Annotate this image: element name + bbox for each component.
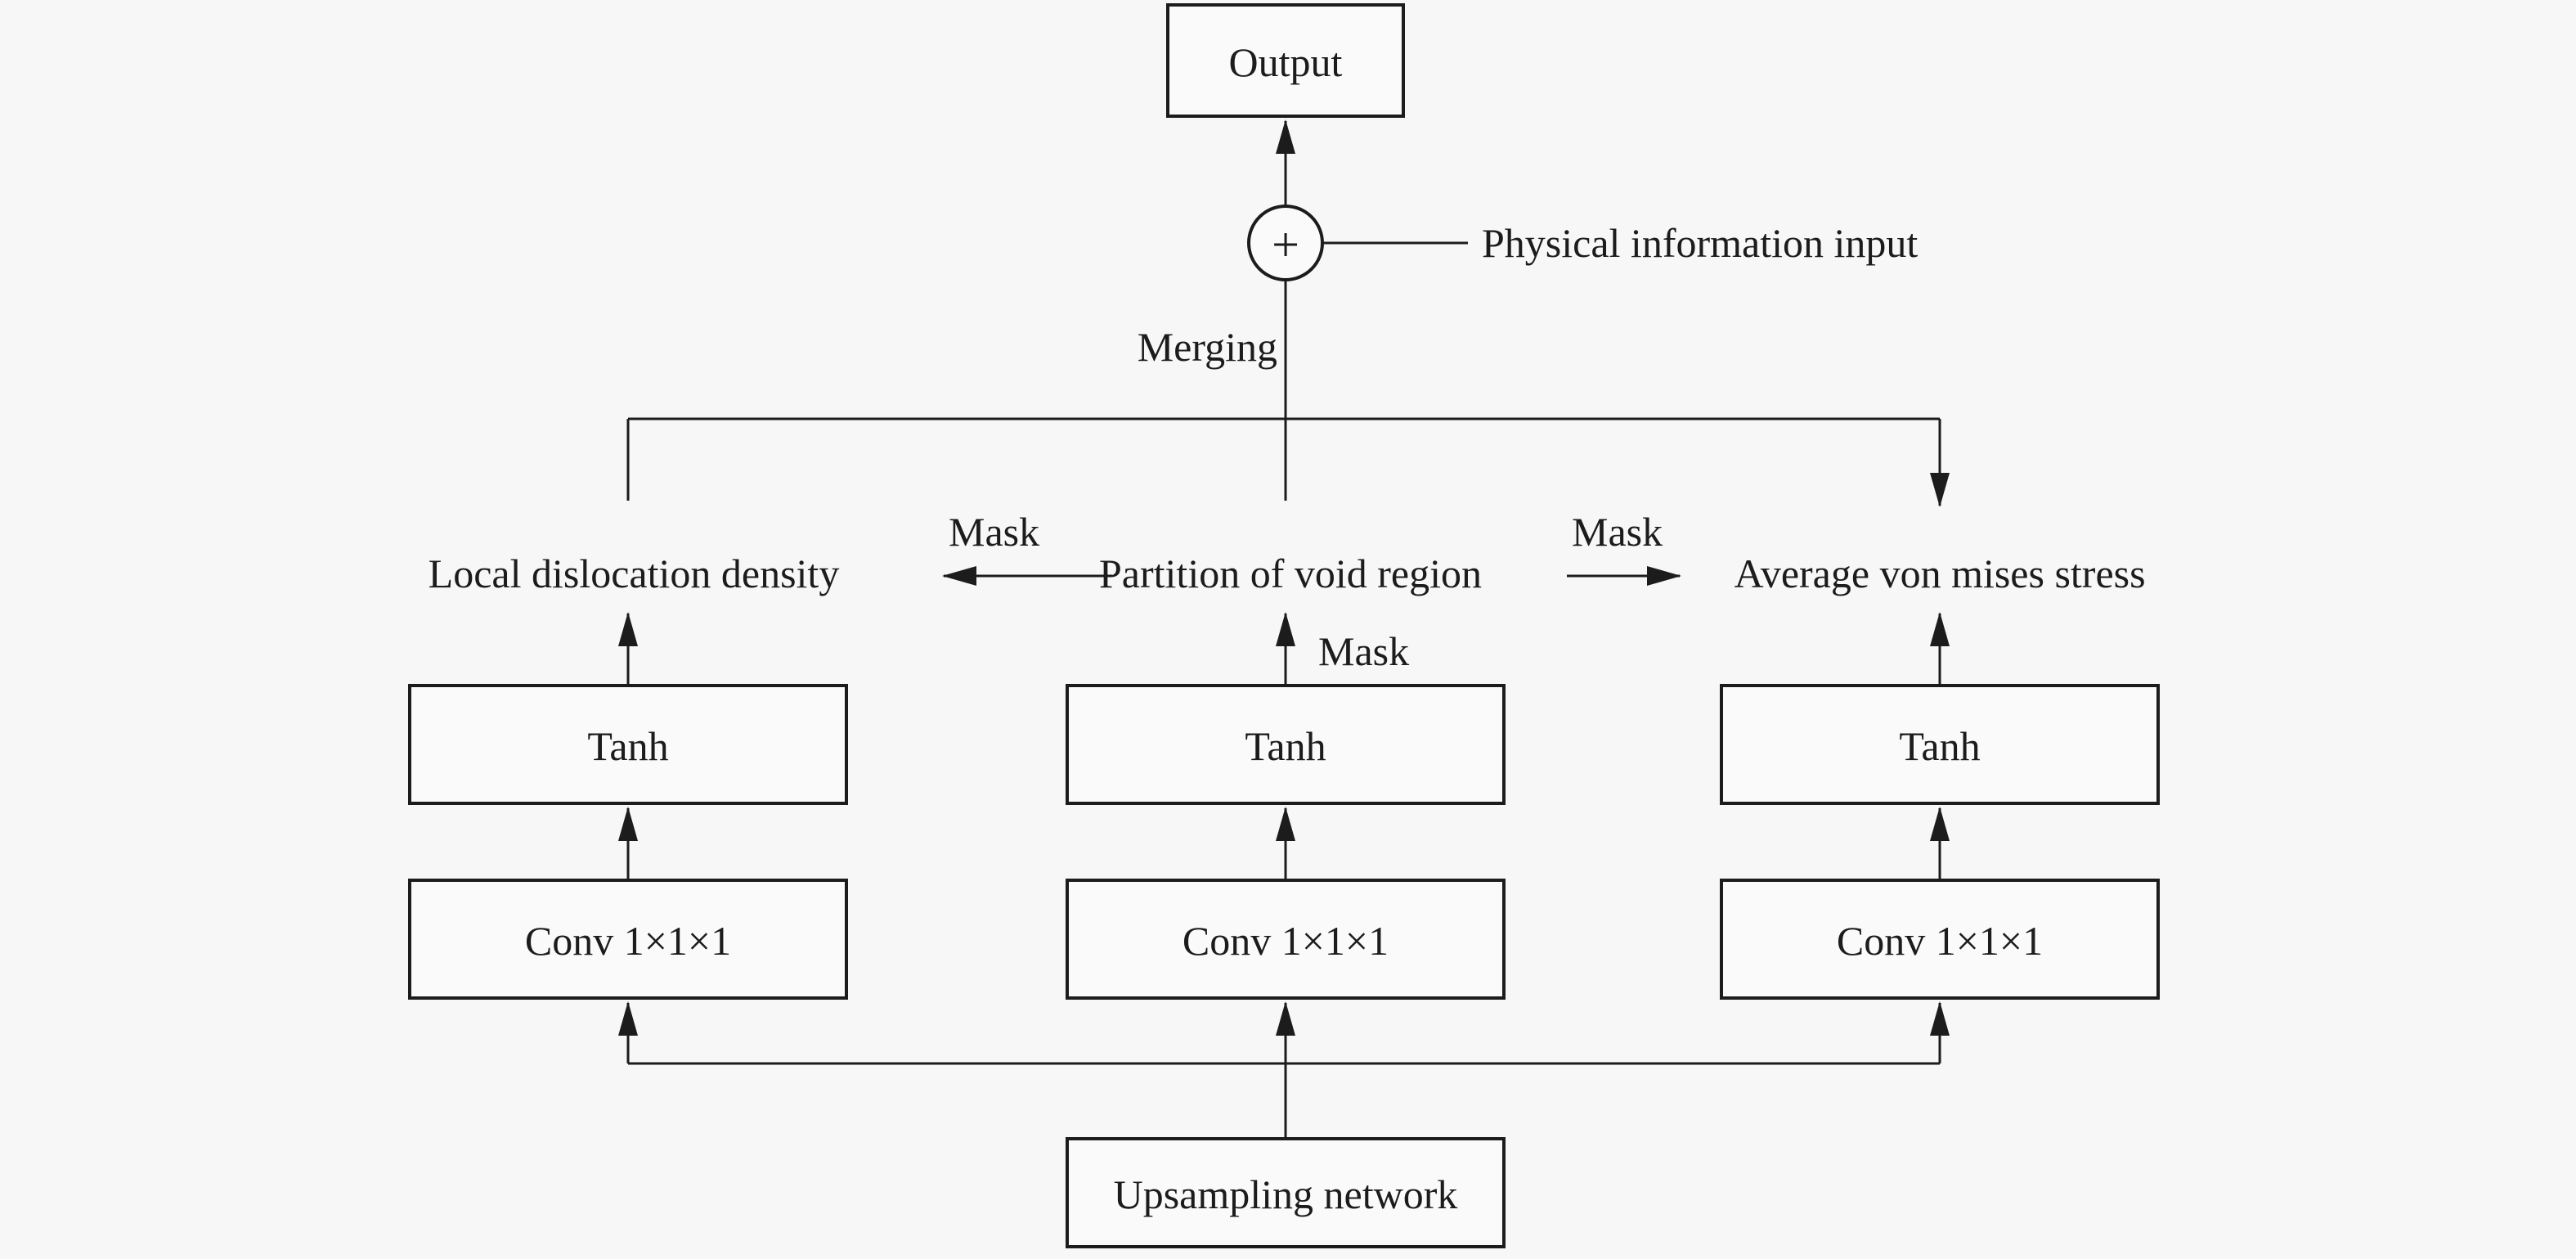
- plus-circle: [1247, 205, 1324, 281]
- node-upsampling-label: Upsampling network: [1114, 1171, 1458, 1217]
- node-conv-left-label: Conv 1×1×1: [525, 918, 731, 964]
- plus-sign: +: [1272, 218, 1299, 272]
- node-tanh-left-label: Tanh: [587, 723, 668, 769]
- node-tanh-mid-label: Tanh: [1245, 723, 1326, 769]
- node-tanh-mid: Tanh: [1066, 684, 1506, 805]
- label-merging: Merging: [1138, 324, 1277, 370]
- node-tanh-right: Tanh: [1720, 684, 2160, 805]
- node-conv-right-label: Conv 1×1×1: [1837, 918, 2043, 964]
- label-local-dislocation-density: Local dislocation density: [429, 551, 840, 596]
- node-conv-mid: Conv 1×1×1: [1066, 879, 1506, 1000]
- label-mask-mid: Mask: [1318, 628, 1409, 674]
- label-mask-left: Mask: [949, 509, 1039, 555]
- node-conv-left: Conv 1×1×1: [408, 879, 848, 1000]
- node-conv-right: Conv 1×1×1: [1720, 879, 2160, 1000]
- node-tanh-left: Tanh: [408, 684, 848, 805]
- merge-plus-node: +: [1247, 205, 1324, 281]
- label-partition-void-region: Partition of void region: [1099, 551, 1482, 596]
- node-upsampling: Upsampling network: [1066, 1137, 1506, 1248]
- node-output: Output: [1166, 3, 1405, 118]
- node-tanh-right-label: Tanh: [1899, 723, 1980, 769]
- label-physical-input: Physical information input: [1482, 220, 1918, 266]
- label-mask-right: Mask: [1572, 509, 1663, 555]
- label-average-von-mises-stress: Average von mises stress: [1734, 551, 2145, 596]
- node-conv-mid-label: Conv 1×1×1: [1183, 918, 1389, 964]
- node-output-label: Output: [1229, 39, 1343, 85]
